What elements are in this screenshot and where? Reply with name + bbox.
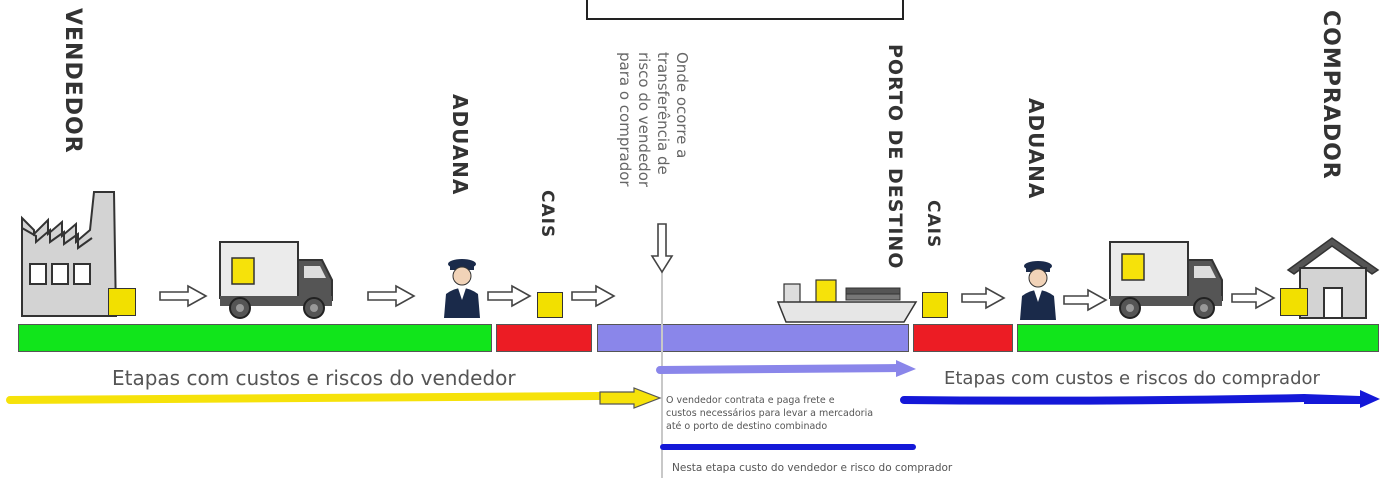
bar-seller-green [18,324,492,352]
crate-icon [537,292,563,318]
flow-arrow-icon [960,286,1006,310]
flow-arrow-icon [366,284,416,308]
customs-officer-icon [440,256,484,318]
bar-cais-left-red [496,324,592,352]
label-porto-destino: PORTO DE DESTINO [884,44,906,269]
label-aduana-right: ADUANA [1024,98,1048,199]
bar-buyer-green [1017,324,1379,352]
caption-seller-stages: Etapas com custos e riscos do vendedor [112,366,516,390]
transfer-note: Onde ocorre a transferência de risco do … [615,52,691,187]
label-aduana-left: ADUANA [448,94,472,195]
customs-officer-icon [1016,258,1060,320]
flow-arrow-icon [158,284,208,308]
label-vendedor: VENDEDOR [60,8,85,154]
freight-note: O vendedor contrata e paga frete e custo… [666,394,873,433]
crate-icon [1280,288,1308,316]
caption-buyer-stages: Etapas com custos e riscos do comprador [944,368,1320,389]
label-comprador: COMPRADOR [1318,10,1343,180]
crate-icon [922,292,948,318]
flow-arrow-icon [570,284,616,308]
crate-icon [108,288,136,316]
factory-icon [20,192,120,318]
risk-underline [660,444,916,450]
risk-note: Nesta etapa custo do vendedor e risco do… [672,462,952,475]
top-empty-box [586,0,904,20]
freight-arrow [658,360,920,378]
seller-risk-arrow [8,388,668,412]
buyer-risk-arrow [900,388,1386,412]
bar-cais-right-red [913,324,1013,352]
flow-arrow-icon [1062,288,1108,312]
down-arrow-icon [650,222,674,274]
flow-arrow-icon [1230,286,1276,310]
label-cais-left: CAIS [537,190,557,238]
flow-arrow-icon [486,284,532,308]
bar-sea-freight-purple [597,324,909,352]
label-cais-right: CAIS [923,200,943,248]
truck-icon [218,240,336,320]
ship-icon [776,272,920,324]
truck-icon [1108,240,1226,320]
